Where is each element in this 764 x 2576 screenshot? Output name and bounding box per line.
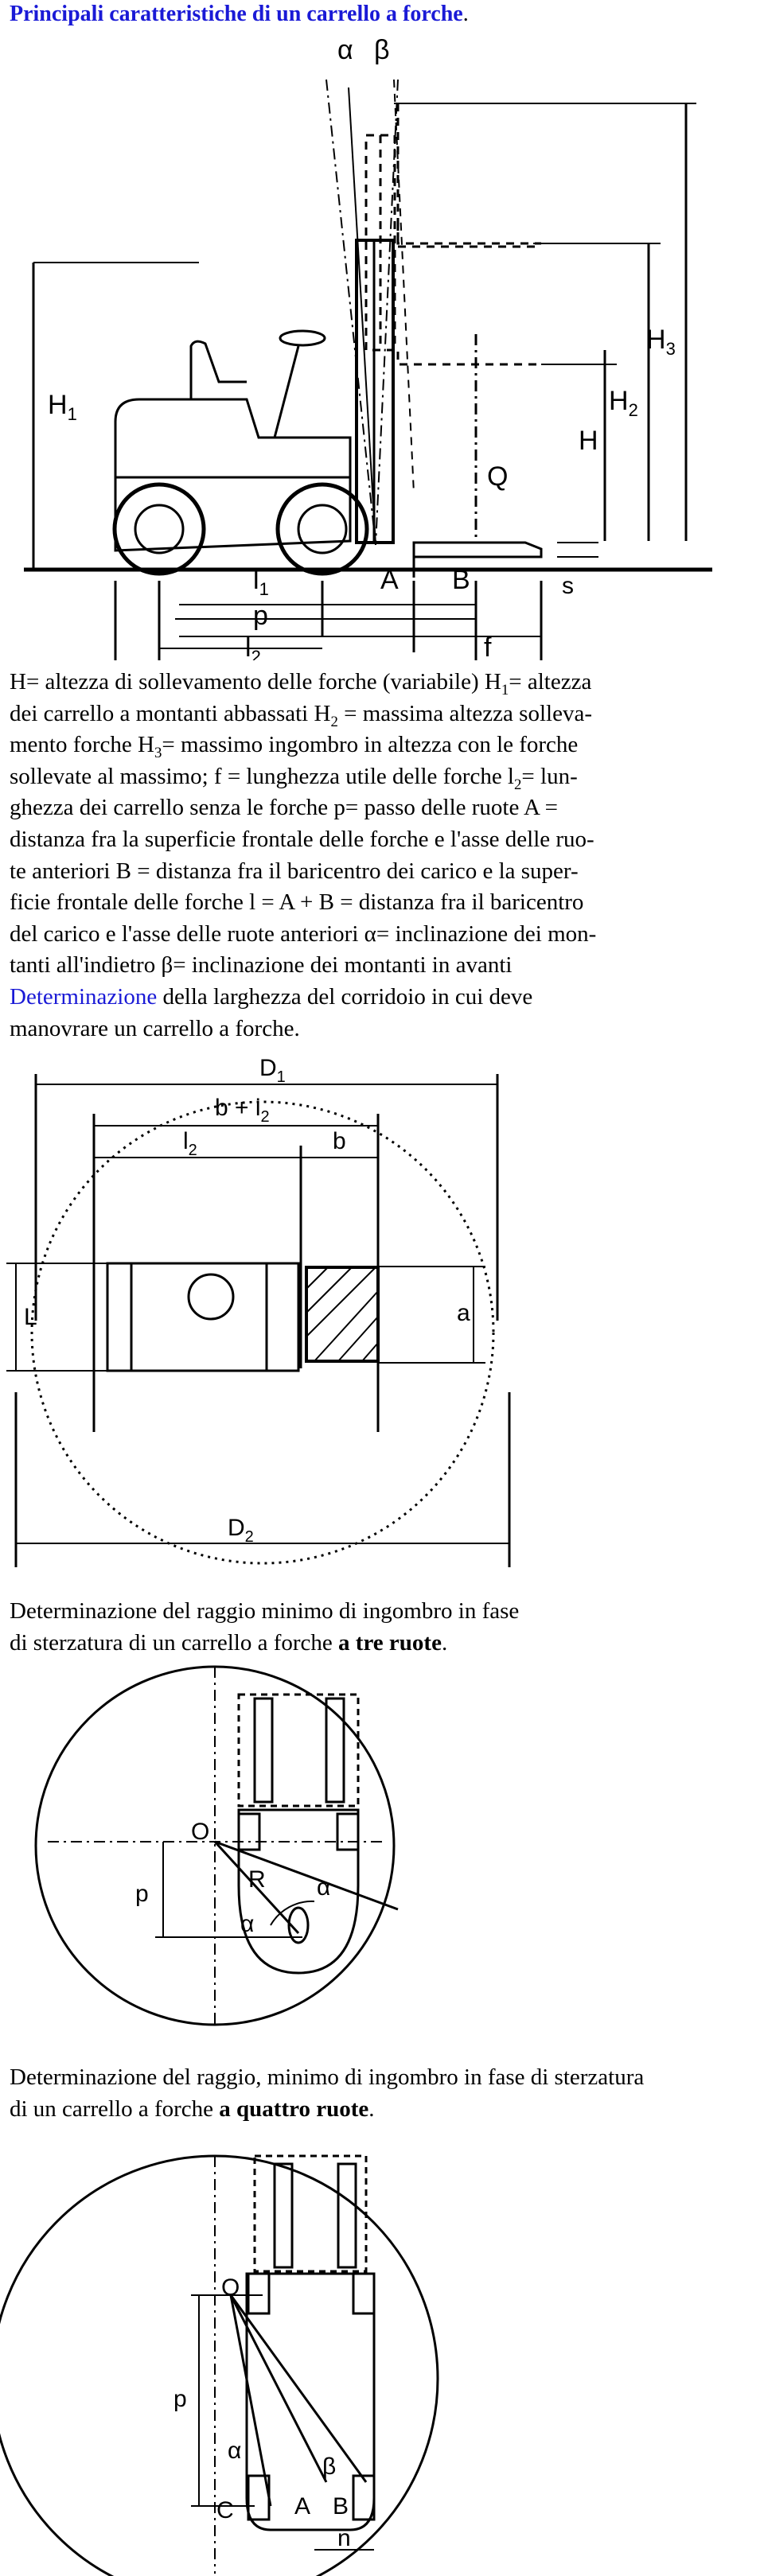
f-label: f bbox=[484, 632, 492, 660]
four-wheel-figure: O p α β C A B n bbox=[0, 2132, 764, 2576]
forklift-dimension-diagram: l1 A B p l2 f bbox=[179, 565, 541, 660]
C-label: C bbox=[216, 2497, 234, 2523]
description-line: dei carrello a montanti abbassati H2 = m… bbox=[10, 700, 592, 730]
alpha-label-2: α bbox=[240, 1911, 254, 1937]
four-wheel-diagram: O p α β C A B n bbox=[0, 2154, 439, 2576]
description-line: ficie frontale delle forche l = A + B = … bbox=[10, 889, 584, 916]
forklift-side-view-figure: α β H1 H3 H2 H Q s bbox=[0, 32, 764, 660]
Q-label: Q bbox=[487, 461, 508, 492]
forklift-side-view-diagram: α β H1 H3 H2 H Q s bbox=[24, 35, 712, 660]
description-line: ghezza dei carrello senza le forche p= p… bbox=[10, 795, 558, 821]
page-title: Principali caratteristiche di un carrell… bbox=[10, 2, 469, 27]
D2-label: D2 bbox=[228, 1515, 254, 1546]
caption-line: Determinazione del raggio minimo di ingo… bbox=[10, 1598, 520, 1624]
A-label: A bbox=[380, 565, 399, 595]
beta-label: β bbox=[322, 2453, 336, 2480]
three-wheel-diagram: O p R α α bbox=[34, 1665, 399, 2029]
l2-dim-label: l2 bbox=[183, 1128, 197, 1159]
H1-label: H1 bbox=[48, 390, 77, 424]
three-wheel-caption: Determinazione del raggio minimo di ingo… bbox=[10, 1596, 754, 1659]
O-label: O bbox=[191, 1819, 209, 1845]
description-line: sollevate al massimo; f = lunghezza util… bbox=[10, 763, 578, 793]
description-line: Determinazione della larghezza del corri… bbox=[10, 983, 533, 1010]
beta-label: β bbox=[374, 35, 390, 65]
B-label: B bbox=[333, 2493, 349, 2520]
H3-label: H3 bbox=[646, 325, 676, 359]
determinazione-link[interactable]: Determinazione bbox=[10, 983, 158, 1010]
H2-label: H2 bbox=[609, 386, 638, 420]
alpha-label-1: α bbox=[317, 1874, 330, 1901]
H-label: H bbox=[579, 426, 598, 456]
caption-line: Determinazione del raggio, minimo di ing… bbox=[10, 2064, 645, 2090]
page-title-text: Principali caratteristiche di un carrell… bbox=[10, 2, 463, 26]
caption-line: di sterzatura di un carrello a forche a … bbox=[10, 1629, 448, 1656]
alpha-label: α bbox=[337, 35, 353, 65]
description-line: tanti all'indietro β= inclinazione dei m… bbox=[10, 952, 513, 979]
R-label: R bbox=[248, 1866, 266, 1893]
p-dim-label: p bbox=[173, 2386, 187, 2412]
description-line: distanza fra la superficie frontale dell… bbox=[10, 826, 594, 852]
corridor-width-figure: D1 b + i2 l2 b L a D2 bbox=[0, 1058, 764, 1583]
O-label: O bbox=[221, 2274, 240, 2301]
description-paragraph: H= altezza di sollevamento delle forche … bbox=[10, 667, 754, 1045]
B-label: B bbox=[452, 565, 470, 595]
three-wheel-figure: O p R α α bbox=[0, 1663, 764, 2045]
A-label: A bbox=[294, 2493, 310, 2520]
corridor-width-diagram: D1 b + i2 l2 b L a D2 bbox=[6, 1058, 511, 1567]
description-line: te anteriori B = distanza fra il baricen… bbox=[10, 858, 579, 884]
L-dim-label: L bbox=[24, 1304, 37, 1330]
alpha-label: α bbox=[228, 2438, 241, 2464]
s-label: s bbox=[562, 573, 574, 599]
description-line: H= altezza di sollevamento delle forche … bbox=[10, 669, 592, 698]
b-plus-i2-label: b + i2 bbox=[215, 1095, 270, 1126]
a-dim-label: a bbox=[457, 1300, 470, 1326]
l2-label: l2 bbox=[245, 632, 261, 660]
D1-label: D1 bbox=[259, 1058, 286, 1086]
four-wheel-caption: Determinazione del raggio, minimo di ing… bbox=[10, 2062, 754, 2125]
l1-label: l1 bbox=[253, 565, 269, 599]
p-dim-label: p bbox=[135, 1881, 149, 1907]
p-label: p bbox=[253, 601, 268, 631]
n-label: n bbox=[337, 2525, 351, 2551]
description-line: del carico e l'asse delle ruote anterior… bbox=[10, 920, 597, 947]
b-dim-label: b bbox=[333, 1128, 346, 1154]
description-line: mento forche H3= massimo ingombro in alt… bbox=[10, 732, 579, 761]
description-line: manovrare un carrello a forche. bbox=[10, 1015, 300, 1041]
forklift-dimension-lines: l1 A B p l2 f bbox=[0, 557, 764, 660]
caption-line: di un carrello a forche a quattro ruote. bbox=[10, 2095, 375, 2122]
page-title-period: . bbox=[462, 2, 469, 26]
